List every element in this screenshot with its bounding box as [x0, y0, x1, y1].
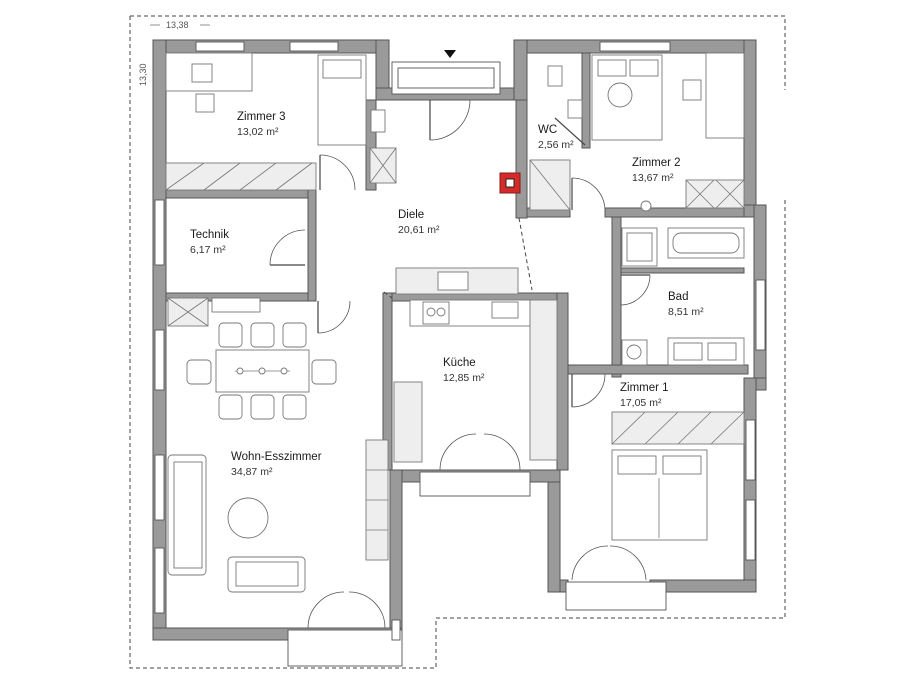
room-label-bad: Bad 8,51 m² — [668, 291, 704, 318]
room-area-wc: 2,56 m² — [538, 139, 574, 151]
wc-furniture — [529, 65, 583, 211]
living-shelf — [365, 439, 389, 561]
windows — [154, 41, 766, 667]
room-label-zimmer2: Zimmer 2 13,67 m² — [632, 157, 681, 184]
room-name-technik: Technik — [190, 229, 229, 241]
technik-furniture — [167, 297, 261, 327]
zimmer2-furniture — [591, 52, 745, 212]
room-label-technik: Technik 6,17 m² — [190, 229, 229, 256]
dimension-height-label: 13,30 — [138, 63, 148, 86]
bad-furniture — [621, 227, 745, 366]
roof-outline — [129, 15, 786, 669]
room-area-diele: 20,61 m² — [398, 224, 440, 236]
dining-table — [186, 322, 337, 420]
doors — [269, 99, 651, 629]
room-name-zimmer1: Zimmer 1 — [620, 382, 669, 394]
diele-furniture — [369, 109, 397, 184]
opening-lines — [383, 217, 533, 299]
room-label-wohn: Wohn-Esszimmer 34,87 m² — [231, 451, 322, 478]
room-name-wohn: Wohn-Esszimmer — [231, 451, 322, 463]
room-name-kueche: Küche — [443, 357, 476, 369]
room-area-wohn: 34,87 m² — [231, 466, 273, 478]
entrance-arrow-icon — [444, 50, 456, 58]
room-name-zimmer2: Zimmer 2 — [632, 157, 681, 169]
chimney-icon — [499, 172, 521, 194]
room-name-zimmer3: Zimmer 3 — [237, 111, 286, 123]
room-area-kueche: 12,85 m² — [443, 372, 485, 384]
room-label-diele: Diele 20,61 m² — [398, 209, 440, 236]
room-label-zimmer1: Zimmer 1 17,05 m² — [620, 382, 669, 409]
room-label-zimmer3: Zimmer 3 13,02 m² — [237, 111, 286, 138]
room-label-kueche: Küche 12,85 m² — [443, 357, 485, 384]
zimmer3-furniture — [165, 52, 367, 191]
kitchen-furniture — [393, 267, 558, 463]
living-sofas — [167, 454, 306, 593]
dimension-height: 13,30 — [138, 63, 148, 86]
room-name-wc: WC — [538, 124, 557, 136]
room-label-wc: WC 2,56 m² — [538, 124, 574, 151]
interior-walls — [165, 52, 749, 471]
room-area-zimmer1: 17,05 m² — [620, 397, 662, 409]
dimension-width: 13,38 — [150, 20, 210, 30]
room-name-diele: Diele — [398, 209, 424, 221]
zimmer1-furniture — [611, 411, 745, 541]
room-area-zimmer3: 13,02 m² — [237, 126, 279, 138]
room-name-bad: Bad — [668, 291, 688, 303]
room-area-zimmer2: 13,67 m² — [632, 172, 674, 184]
room-area-technik: 6,17 m² — [190, 244, 226, 256]
dimension-width-label: 13,38 — [166, 20, 189, 30]
room-area-bad: 8,51 m² — [668, 306, 704, 318]
